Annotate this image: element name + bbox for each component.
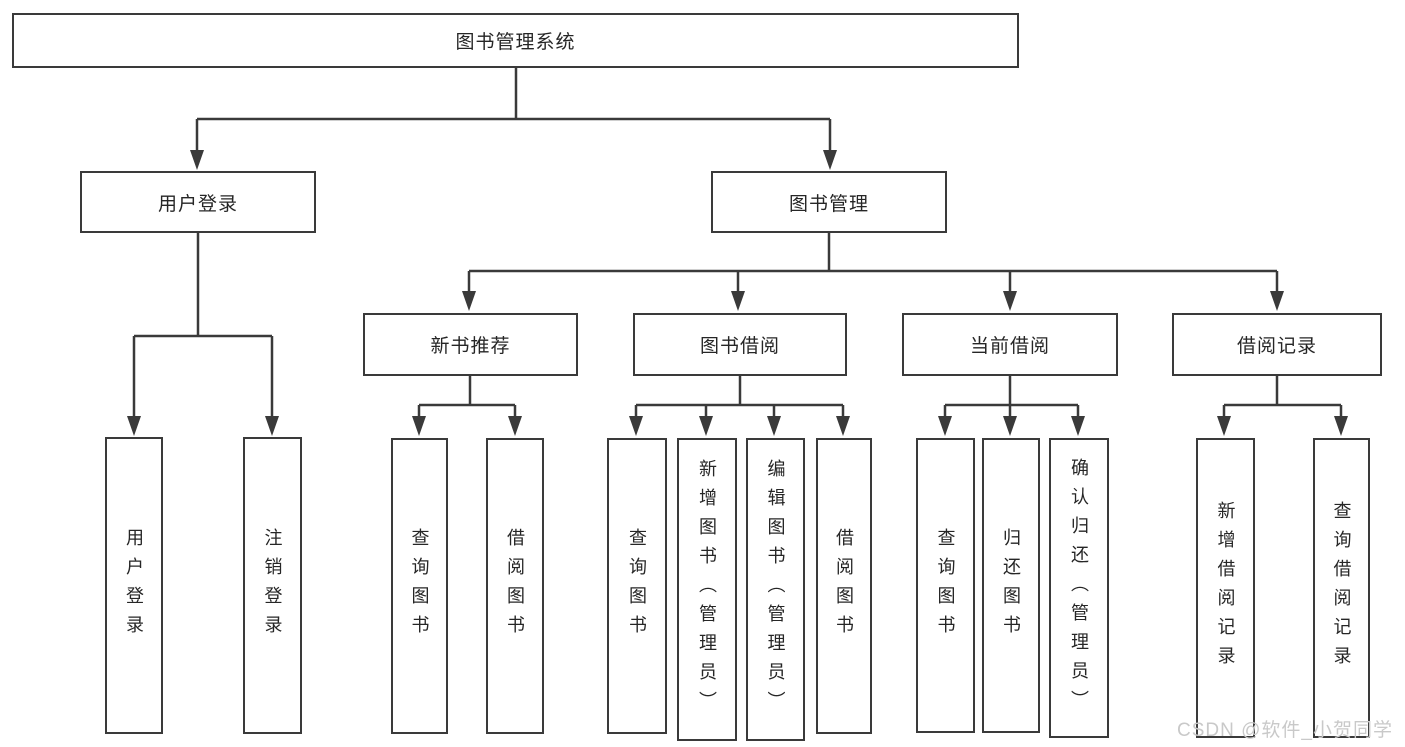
node-leaf-query-borrow-record: 查询借阅记录 bbox=[1313, 438, 1370, 738]
node-leaf-borrow-book-borrow: 借阅图书 bbox=[816, 438, 872, 734]
node-leaf-add-borrow-record: 新增借阅记录 bbox=[1196, 438, 1255, 738]
node-leaf-add-book-admin: 新增图书（管理员） bbox=[677, 438, 737, 741]
node-book-borrow: 图书借阅 bbox=[633, 313, 847, 376]
node-user-login: 用户登录 bbox=[80, 171, 316, 233]
node-current-borrow: 当前借阅 bbox=[902, 313, 1118, 376]
node-book-management: 图书管理 bbox=[711, 171, 947, 233]
node-leaf-logout: 注销登录 bbox=[243, 437, 302, 734]
node-leaf-query-book-current: 查询图书 bbox=[916, 438, 975, 733]
node-leaf-confirm-return-admin: 确认归还（管理员） bbox=[1049, 438, 1109, 738]
node-leaf-query-book-recommend: 查询图书 bbox=[391, 438, 448, 734]
node-root-system: 图书管理系统 bbox=[12, 13, 1019, 68]
node-leaf-return-book: 归还图书 bbox=[982, 438, 1040, 733]
node-leaf-edit-book-admin: 编辑图书（管理员） bbox=[746, 438, 805, 741]
node-leaf-user-login: 用户登录 bbox=[105, 437, 163, 734]
node-new-book-recommend: 新书推荐 bbox=[363, 313, 578, 376]
node-leaf-borrow-book-recommend: 借阅图书 bbox=[486, 438, 544, 734]
node-borrow-record: 借阅记录 bbox=[1172, 313, 1382, 376]
node-leaf-query-book-borrow: 查询图书 bbox=[607, 438, 667, 734]
csdn-watermark: CSDN @软件_小贺同学 bbox=[1177, 720, 1393, 741]
